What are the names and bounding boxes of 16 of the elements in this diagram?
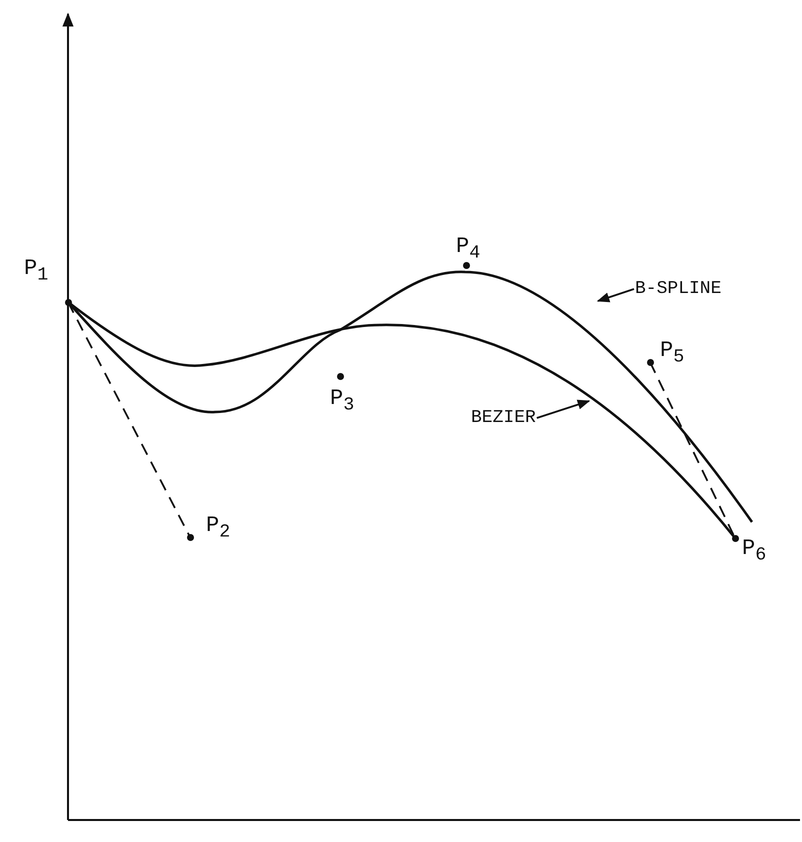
point-label: P$_{2}$ [206,515,230,542]
control-point [462,262,470,268]
control-point [64,298,72,306]
control-point [646,358,654,366]
leader-line [596,288,634,302]
curve-label: BEZIER [470,408,537,428]
control-point [186,534,194,540]
point-label: P$_{5}$ [660,340,684,367]
point-label: P$_{1}$ [24,258,48,285]
point-label: P$_{4}$ [456,236,480,263]
point-label: P$_{3}$ [330,388,354,415]
point-label: P$_{6}$ [742,538,766,565]
control-point [732,534,738,542]
curve-label: B-SPLINE [634,279,722,299]
leader-line [536,400,590,419]
control-point [336,372,344,380]
